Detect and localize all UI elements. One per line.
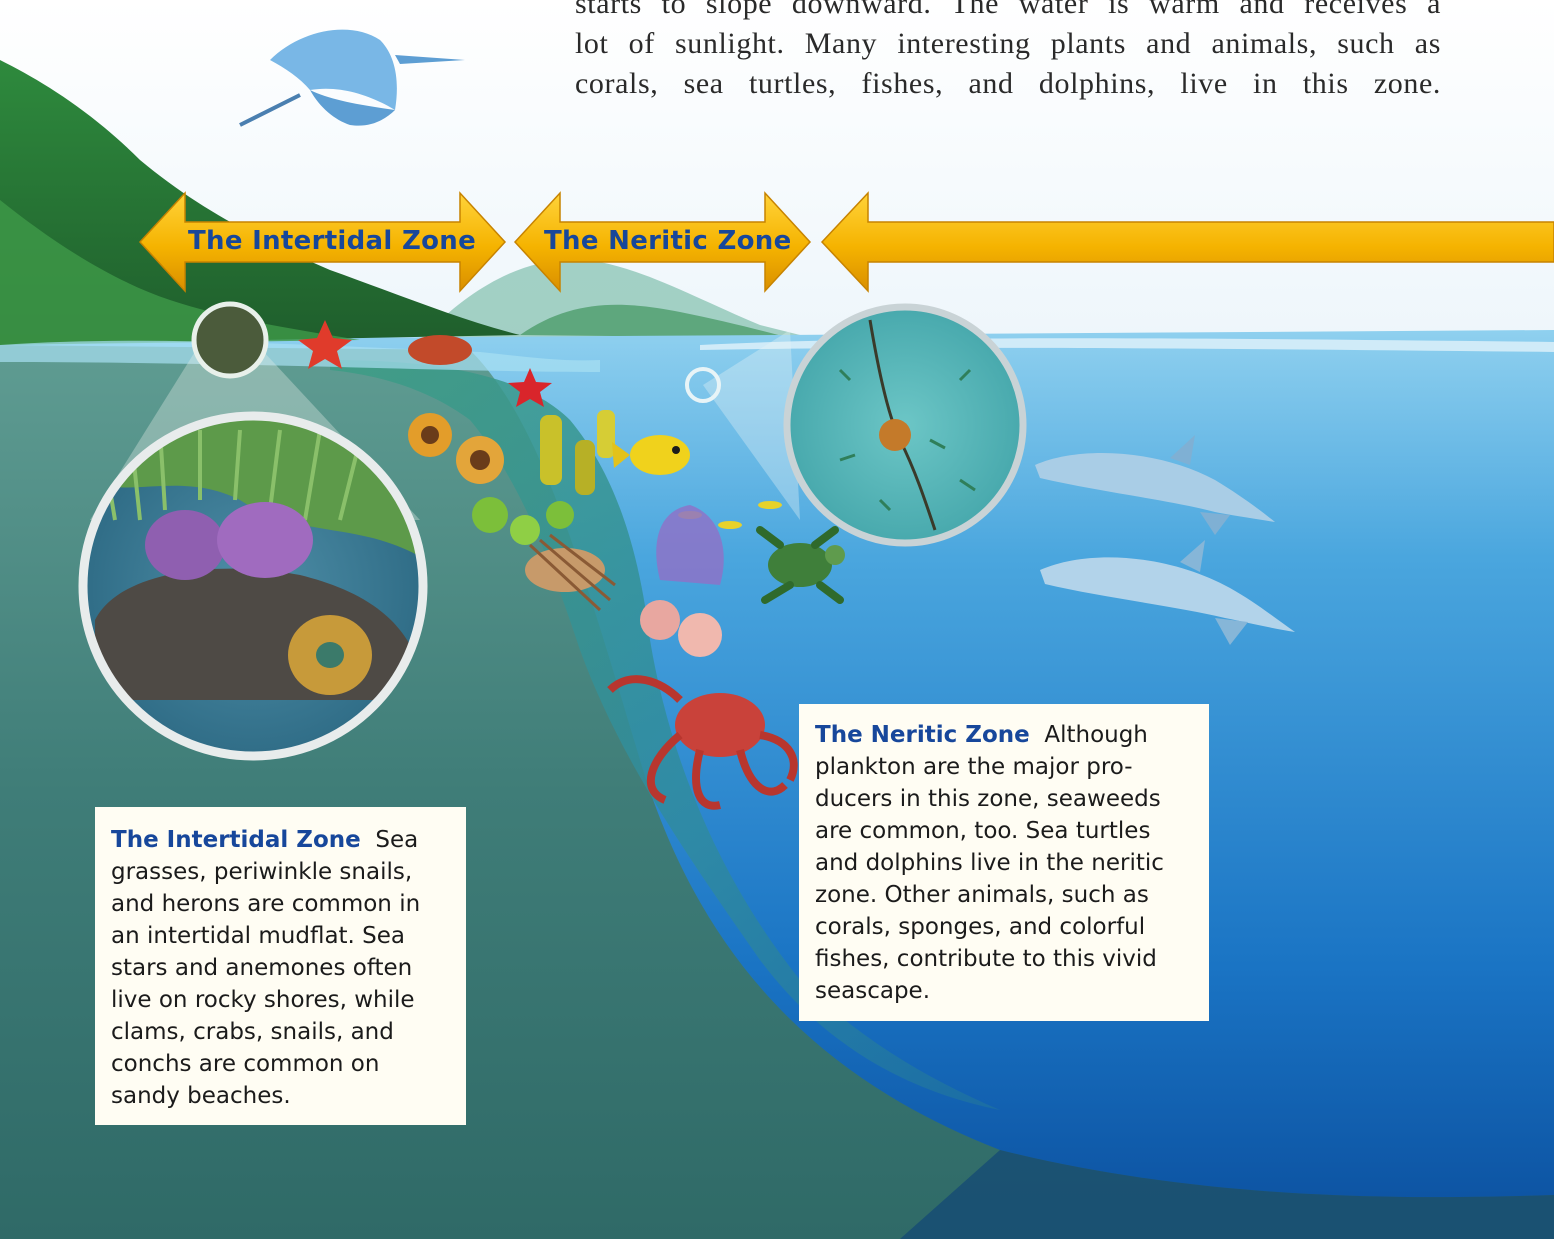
caption-line: live on rocky shores, while (111, 984, 466, 1016)
caption-line: fishes, contribute to this vivid (815, 943, 1209, 975)
callout-origin-intertidal (194, 304, 266, 376)
intertidal-zone-label: The Intertidal Zone (188, 226, 476, 256)
neritic-zone-label: The Neritic Zone (544, 226, 792, 256)
caption-text: Although (1044, 722, 1148, 748)
caption-line: ducers in this zone, seaweeds (815, 783, 1209, 815)
periwinkle-snail-icon (145, 510, 225, 580)
intro-paragraph: starts to slope downward. The water is w… (575, 0, 1441, 104)
caption-line: zone. Other animals, such as (815, 879, 1209, 911)
intertidal-caption-title: The Intertidal Zone (111, 827, 361, 853)
caption-line: conchs are common on (111, 1048, 466, 1080)
caption-line: corals, sponges, and colorful (815, 911, 1209, 943)
caption-line: an intertidal mudflat. Sea (111, 920, 466, 952)
crab-icon (408, 335, 472, 365)
neritic-caption: The Neritic Zone Although plankton are t… (799, 704, 1209, 1021)
caption-text: Sea (375, 827, 418, 853)
plankton-icon (879, 419, 911, 451)
caption-line: sandy beaches. (111, 1080, 466, 1112)
neritic-caption-title: The Neritic Zone (815, 722, 1030, 748)
caption-line: clams, crabs, snails, and (111, 1016, 466, 1048)
periwinkle-snail-icon (217, 502, 313, 578)
intro-line: lot of sunlight. Many interesting plants… (575, 24, 1441, 64)
caption-line: and herons are common in (111, 888, 466, 920)
intro-line: corals, sea turtles, fishes, and dolphin… (575, 64, 1441, 104)
caption-line: stars and anemones often (111, 952, 466, 984)
intro-line: starts to slope downward. The water is w… (575, 0, 1441, 24)
caption-line: grasses, periwinkle snails, (111, 856, 466, 888)
intertidal-caption: The Intertidal Zone Sea grasses, periwin… (95, 807, 466, 1125)
caption-line: seascape. (815, 975, 1209, 1007)
caption-line: are common, too. Sea turtles (815, 815, 1209, 847)
caption-line: and dolphins live in the neritic (815, 847, 1209, 879)
caption-line: plankton are the major pro- (815, 751, 1209, 783)
